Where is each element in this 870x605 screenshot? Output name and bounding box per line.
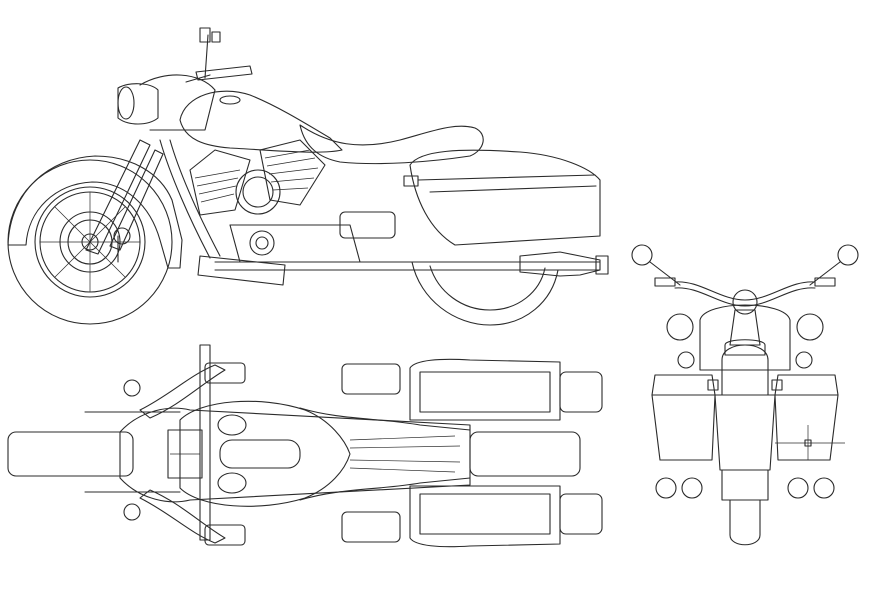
fairing-front [666, 289, 824, 371]
mirror-right [837, 244, 859, 266]
top-view [7, 344, 603, 548]
engine [189, 139, 396, 263]
saddlebag-top-left [409, 358, 603, 421]
front-fork [85, 139, 164, 263]
body-top [119, 400, 471, 507]
headlight [117, 74, 216, 131]
front-tire-front [721, 469, 769, 546]
side-view [7, 27, 609, 326]
rear-wheel [411, 261, 559, 326]
seat [299, 124, 484, 165]
saddlebag [403, 149, 601, 246]
front-view [631, 244, 859, 546]
handlebar [185, 27, 253, 83]
saddlebag-front-right [771, 374, 839, 461]
handlebar-top [84, 344, 246, 546]
footrest-right [341, 511, 401, 543]
footrest-left [341, 363, 401, 395]
saddlebag-top-right [409, 485, 603, 548]
front-tire-top [7, 431, 134, 477]
exhaust [197, 251, 609, 286]
frame [159, 139, 601, 271]
handlebar-front [654, 277, 836, 307]
front-body [714, 344, 845, 471]
saddlebag-front-left [651, 374, 719, 461]
fuel-tank [179, 90, 343, 153]
mirror-left [631, 244, 653, 266]
front-wheel [7, 155, 183, 325]
rear-tire-top [469, 431, 581, 477]
